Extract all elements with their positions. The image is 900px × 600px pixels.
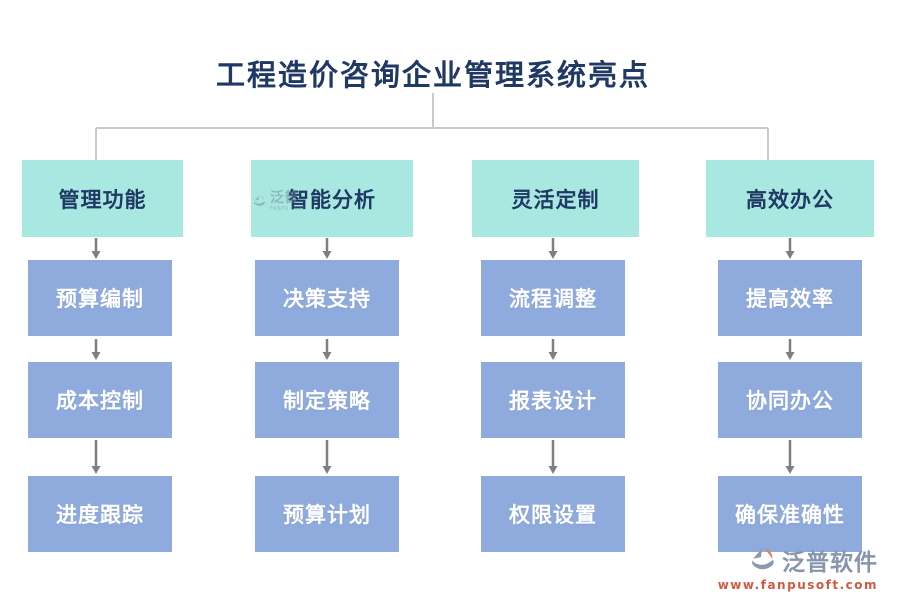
column-header-customize: 灵活定制: [472, 160, 639, 237]
footer-brand-block: 泛普软件 www.fanpusoft.com: [718, 543, 878, 592]
flow-box-cost-control: 成本控制: [28, 362, 172, 438]
page-title: 工程造价咨询企业管理系统亮点: [215, 58, 650, 92]
flow-box-budget-plan: 预算计划: [255, 476, 399, 552]
flow-box-collaboration: 协同办公: [718, 362, 862, 438]
flow-box-progress-track: 进度跟踪: [28, 476, 172, 552]
flow-box-permission-set: 权限设置: [481, 476, 625, 552]
footer-brand-name: 泛普软件: [782, 550, 878, 576]
footer-website-url: www.fanpusoft.com: [717, 578, 878, 592]
column-header-office: 高效办公: [706, 160, 874, 237]
flow-box-efficiency: 提高效率: [718, 260, 862, 336]
flow-box-process-adjust: 流程调整: [481, 260, 625, 336]
column-header-management: 管理功能: [22, 160, 183, 237]
flow-box-report-design: 报表设计: [481, 362, 625, 438]
column-header-analysis: 智能分析: [251, 160, 413, 237]
tree-wires: [95, 93, 769, 160]
flow-box-strategy: 制定策略: [255, 362, 399, 438]
fanpu-logo-icon: [752, 547, 774, 569]
flow-box-decision-support: 决策支持: [255, 260, 399, 336]
flow-box-budget-prep: 预算编制: [28, 260, 172, 336]
flow-box-accuracy: 确保准确性: [718, 476, 862, 552]
